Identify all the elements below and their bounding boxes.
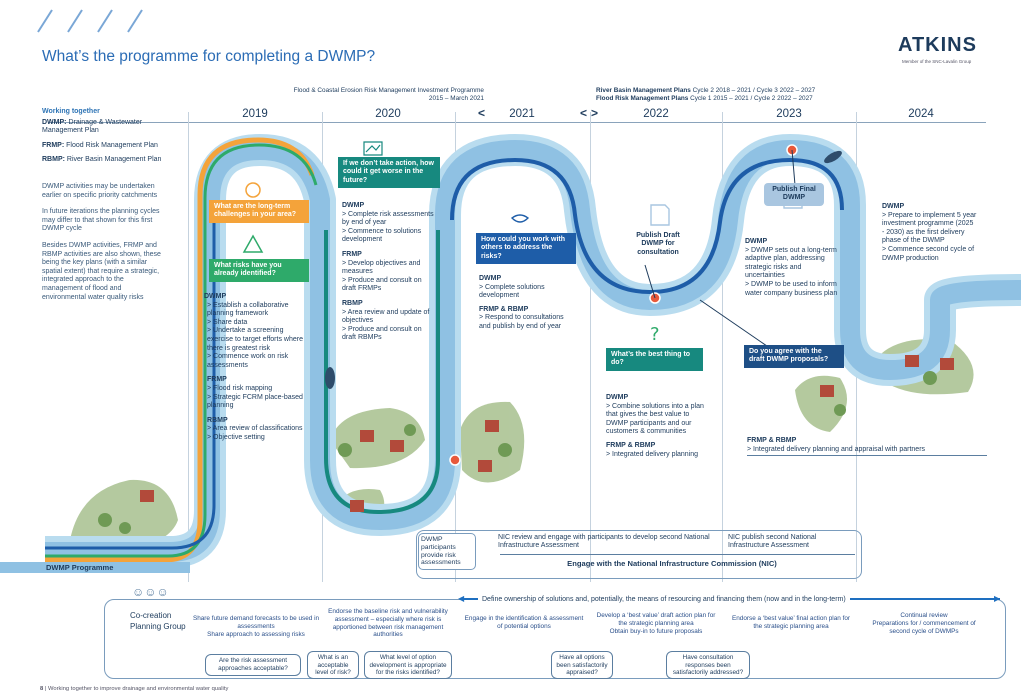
cocreation-col: Continual review Preparations for / comm…: [872, 612, 976, 635]
tree-icon: [98, 513, 112, 527]
tree-icon: [834, 404, 846, 416]
sidebar: Working together DWMP: Drainage & Wastew…: [42, 108, 164, 302]
sidebar-note: Besides DWMP activities, FRMP and RBMP a…: [42, 241, 161, 301]
chevron-left-icon: <: [478, 106, 486, 120]
land-patch: [330, 408, 425, 469]
chevron-left-icon: <: [580, 106, 588, 120]
tree-icon: [338, 443, 352, 457]
fcerm-label: Flood & Coastal Erosion Risk Management …: [293, 87, 484, 102]
activities-2024: DWMP > Prepare to implement 5 year inves…: [882, 203, 977, 262]
activities-2023: DWMP > DWMP sets out a long-term adaptiv…: [745, 238, 838, 297]
sidebar-item: FRMP: Flood Risk Management Plan: [42, 141, 158, 149]
warning-icon: [242, 234, 264, 253]
question-box: Have consultation responses been satisfa…: [666, 651, 750, 679]
atkins-logo: ATKINS: [898, 34, 977, 56]
timeline-axis: [48, 122, 986, 123]
house-icon: [905, 355, 919, 367]
footer: 8 | Working together to improve drainage…: [40, 686, 229, 692]
year-divider: [590, 112, 591, 582]
boat-icon: [325, 367, 335, 389]
house-icon: [478, 460, 492, 472]
callout-agree: Do you agree with the draft DWMP proposa…: [744, 345, 844, 368]
document-icon: [650, 204, 670, 226]
chevron-right-icon: >: [591, 106, 599, 120]
house-icon: [360, 430, 374, 442]
slash-decoration: [37, 9, 143, 33]
callout-identified: What risks have you already identified?: [209, 259, 309, 282]
year-divider: [722, 112, 723, 582]
sidebar-item: RBMP: River Basin Management Plan: [42, 156, 162, 164]
nic-panel: [416, 530, 862, 579]
question-box: What is an acceptable level of risk?: [307, 651, 359, 679]
callout-long-term: What are the long-term challenges in you…: [209, 200, 309, 223]
publish-final-label: Publish Final DWMP: [764, 183, 824, 206]
logo-subtitle: Member of the SNC-Lavalin Group: [902, 59, 972, 64]
tree-icon: [404, 424, 416, 436]
sidebar-item: DWMP: Drainage & Wastewater Management P…: [42, 118, 143, 135]
tree-icon: [498, 443, 512, 457]
arrow-left-icon: ◀: [458, 594, 465, 603]
nic-arrow-line: [500, 554, 855, 555]
question-box: What level of option development is appr…: [364, 651, 452, 679]
activities-2019: DWMP > Establish a collaborative plannin…: [204, 293, 303, 441]
activities-2023-frmp: FRMP & RBMP > Integrated delivery planni…: [747, 437, 987, 457]
dwmp-participants-box: DWMP participants provide risk assessmen…: [418, 533, 476, 571]
nic-engage-text: Engage with the National Infrastructure …: [567, 559, 777, 568]
cocreation-col: Endorse a ‘best value’ final action plan…: [731, 615, 851, 630]
handshake-icon: [510, 214, 530, 223]
house-icon: [390, 440, 404, 452]
publish-draft-label: Publish Draft DWMP for consultation: [628, 229, 688, 261]
tree-icon: [119, 522, 131, 534]
house-icon: [485, 420, 499, 432]
activities-2022: DWMP > Combine solutions into a plan tha…: [606, 394, 704, 458]
rbmp-frmp-cycles: River Basin Management Plans Cycle 2 201…: [596, 87, 816, 102]
milestone-marker: [449, 454, 461, 466]
year-label: 2019: [242, 108, 268, 120]
cocreation-col: Endorse the baseline risk and vulnerabil…: [328, 608, 448, 639]
activities-2021: DWMP > Complete solutions development FR…: [479, 275, 564, 330]
page-title: What’s the programme for completing a DW…: [42, 48, 376, 65]
year-label: 2024: [908, 108, 934, 120]
cocreation-banner: Define ownership of solutions and, poten…: [478, 596, 850, 603]
sidebar-note: DWMP activities may be undertaken earlie…: [42, 182, 158, 199]
year-label: 2023: [776, 108, 802, 120]
cocreation-col: Engage in the identification & assessmen…: [464, 615, 584, 630]
programme-label: DWMP Programme: [46, 563, 114, 572]
activities-2020: DWMP > Complete risk assessments by end …: [342, 202, 434, 342]
nic-review-text: NIC review and engage with participants …: [498, 534, 710, 550]
land-patch: [460, 401, 525, 483]
callout-best-thing: What’s the best thing to do?: [606, 348, 703, 371]
nic-publish-text: NIC publish second National Infrastructu…: [728, 534, 817, 550]
land-patch: [795, 375, 848, 432]
chart-icon: [363, 141, 383, 156]
arrow-right-icon: ▶: [994, 594, 1001, 603]
sidebar-heading: Working together: [42, 108, 100, 115]
cocreation-col: Develop a ‘best value’ draft action plan…: [596, 612, 716, 635]
cocreation-title: Co-creation Planning Group: [130, 611, 186, 631]
house-icon: [940, 358, 954, 370]
year-divider: [188, 112, 189, 582]
house-icon: [140, 490, 154, 502]
cocreation-col: Share future demand forecasts to be used…: [192, 615, 320, 638]
house-icon: [820, 385, 834, 397]
question-icon: ?: [650, 324, 660, 345]
year-label: 2022: [643, 108, 669, 120]
question-box: Are the risk assessment approaches accep…: [205, 654, 301, 676]
programme-band: [0, 562, 190, 573]
tree-icon: [923, 371, 937, 385]
callout-no-action: If we don’t take action, how could it ge…: [338, 157, 440, 189]
year-label: 2020: [375, 108, 401, 120]
boat-icon: [824, 150, 842, 164]
clock-icon: [245, 182, 261, 198]
callout-work-with: How could you work with others to addres…: [476, 233, 576, 265]
sidebar-note: In future iterations the planning cycles…: [42, 208, 160, 233]
year-label: 2021: [509, 108, 535, 120]
house-icon: [350, 500, 364, 512]
question-box: Have all options been satisfactorily app…: [551, 651, 613, 679]
group-icon: ☺☺☺: [132, 585, 169, 599]
